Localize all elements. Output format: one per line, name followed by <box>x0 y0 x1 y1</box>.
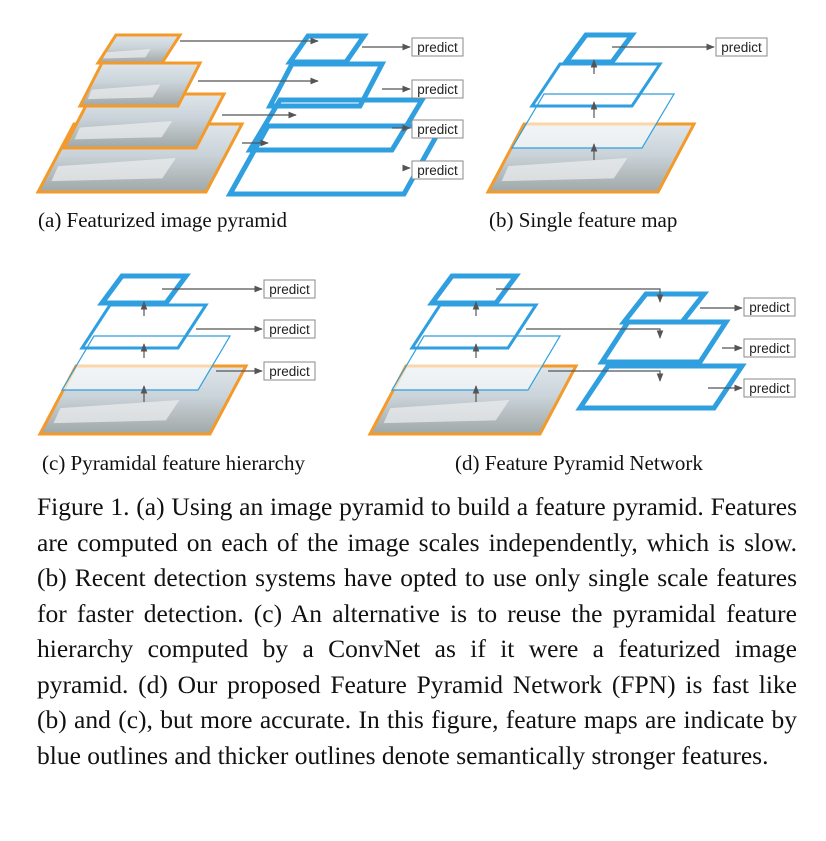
a-predict-1: predict <box>411 37 464 57</box>
c-predict-3-label: predict <box>269 364 310 379</box>
c-predict-2-box <box>263 319 316 339</box>
c-predict-2: predict <box>263 319 316 339</box>
d-arrow-lateral-2 <box>526 328 664 339</box>
a-predict-2: predict <box>411 79 464 99</box>
d-predict-1: predict <box>743 297 796 317</box>
a-predict-3-box <box>411 119 464 139</box>
b-image-boat <box>501 158 628 182</box>
b-predict-box <box>715 37 768 57</box>
d-predict-3-label: predict <box>749 381 790 396</box>
a-feature-3 <box>265 61 387 109</box>
d-feature-bottom-up-3 <box>427 273 521 306</box>
caption-d: (d) Feature Pyramid Network <box>455 451 703 475</box>
c-predict-3-box <box>263 361 316 381</box>
c-predict-1-label: predict <box>269 282 310 297</box>
a-feature-4 <box>285 33 369 65</box>
fpn-diagram: predict predict predict predict predict predi… <box>35 32 796 436</box>
a-feature-2 <box>245 97 427 153</box>
d-feature-top-down-2 <box>597 319 731 365</box>
b-predict-label: predict <box>721 40 762 55</box>
d-predict-3-box <box>743 378 796 398</box>
d-predict-2-label: predict <box>749 341 790 356</box>
a-image-3-border <box>77 61 203 108</box>
caption-b: (b) Single feature map <box>489 208 678 232</box>
caption-c: (c) Pyramidal feature hierarchy <box>42 451 305 475</box>
d-image-boat <box>383 400 510 424</box>
c-predict-1-box <box>263 279 316 299</box>
a-predict-2-box <box>411 79 464 99</box>
d-predict-2-box <box>743 338 796 358</box>
figure-caption: Figure 1. (a) Using an image pyramid to … <box>37 492 797 770</box>
c-image-boat <box>53 400 180 424</box>
a-predict-3-label: predict <box>417 122 458 137</box>
d-predict-3: predict <box>743 378 796 398</box>
c-predict-1: predict <box>263 279 316 299</box>
a-predict-1-label: predict <box>417 40 458 55</box>
d-predict-1-label: predict <box>749 300 790 315</box>
feature-layer <box>60 32 747 411</box>
c-predict-3: predict <box>263 361 316 381</box>
predict-layer: predict predict predict predict predict predi… <box>263 37 796 398</box>
c-predict-2-label: predict <box>269 322 310 337</box>
c-feature-2 <box>79 303 209 350</box>
a-feature-1 <box>225 123 447 197</box>
a-predict-1-box <box>411 37 464 57</box>
a-image-3 <box>77 61 203 108</box>
d-predict-2: predict <box>743 338 796 358</box>
c-feature-3 <box>97 273 191 306</box>
d-arrow-lateral-3 <box>496 288 664 303</box>
a-predict-3: predict <box>411 119 464 139</box>
a-image-3-boat <box>87 84 161 100</box>
a-predict-2-label: predict <box>417 82 458 97</box>
b-feature-2 <box>529 62 663 108</box>
a-image-4-boat <box>103 49 151 59</box>
d-feature-top-down-1 <box>575 363 747 411</box>
d-predict-1-box <box>743 297 796 317</box>
b-predict: predict <box>715 37 768 57</box>
a-image-4-border <box>95 33 183 65</box>
b-feature-3 <box>561 32 637 65</box>
a-predict-4-label: predict <box>417 163 458 178</box>
a-image-4-photo <box>98 35 180 63</box>
d-feature-bottom-up-2 <box>409 303 539 350</box>
a-predict-4: predict <box>411 160 464 180</box>
d-feature-top-down-3 <box>618 291 710 325</box>
a-image-1-boat <box>51 158 176 182</box>
a-image-2-boat <box>74 121 173 140</box>
d-arrow-lateral-1 <box>548 370 664 382</box>
a-image-4 <box>95 33 183 65</box>
caption-a: (a) Featurized image pyramid <box>38 208 287 232</box>
arrow-layer <box>140 37 743 402</box>
a-predict-4-box <box>411 160 464 180</box>
